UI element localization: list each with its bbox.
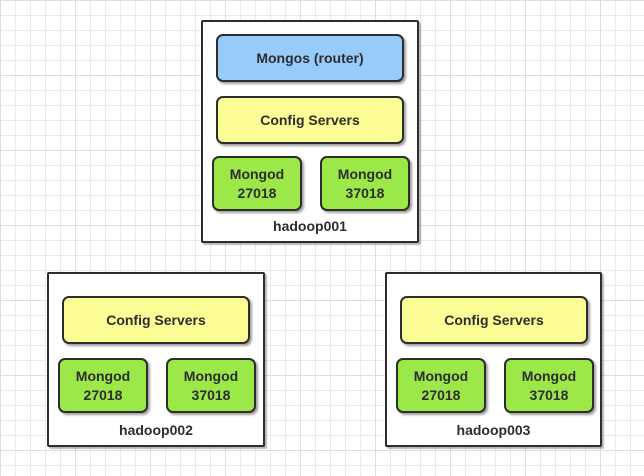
mongod-37018-shape[interactable]: Mongod 37018 (320, 156, 410, 211)
mongod-port-label: 27018 (83, 386, 123, 403)
mongos-router-shape[interactable]: Mongos (router) (216, 34, 404, 82)
mongod-name-label: Mongod (75, 367, 131, 384)
mongod-name-label: Mongod (183, 367, 239, 384)
mongod-37018-shape[interactable]: Mongod 37018 (166, 358, 256, 413)
mongos-router-label: Mongos (router) (256, 49, 364, 66)
mongod-port-label: 27018 (237, 184, 277, 201)
mongod-27018-shape[interactable]: Mongod 27018 (396, 358, 486, 413)
mongod-port-label: 37018 (345, 184, 385, 201)
server-group-hadoop003[interactable]: Config Servers Mongod 27018 Mongod 37018… (385, 272, 602, 447)
group-label-hadoop003: hadoop003 (456, 422, 531, 438)
config-servers-shape[interactable]: Config Servers (216, 96, 404, 144)
group-label-hadoop001: hadoop001 (273, 218, 347, 234)
mongod-37018-shape[interactable]: Mongod 37018 (504, 358, 594, 413)
server-group-hadoop002[interactable]: Config Servers Mongod 27018 Mongod 37018… (47, 272, 265, 447)
mongod-port-label: 37018 (529, 386, 569, 403)
config-servers-shape[interactable]: Config Servers (400, 296, 588, 344)
mongod-27018-shape[interactable]: Mongod 27018 (212, 156, 302, 211)
mongod-name-label: Mongod (337, 165, 393, 182)
config-servers-label: Config Servers (444, 311, 544, 328)
mongod-name-label: Mongod (521, 367, 577, 384)
mongod-port-label: 37018 (191, 386, 231, 403)
mongod-27018-shape[interactable]: Mongod 27018 (58, 358, 148, 413)
config-servers-label: Config Servers (106, 311, 206, 328)
mongod-port-label: 27018 (421, 386, 461, 403)
mongod-name-label: Mongod (413, 367, 469, 384)
config-servers-shape[interactable]: Config Servers (62, 296, 250, 344)
group-label-hadoop002: hadoop002 (119, 422, 193, 438)
mongod-name-label: Mongod (229, 165, 285, 182)
config-servers-label: Config Servers (260, 111, 360, 128)
server-group-hadoop001[interactable]: Mongos (router) Config Servers Mongod 27… (201, 20, 419, 243)
